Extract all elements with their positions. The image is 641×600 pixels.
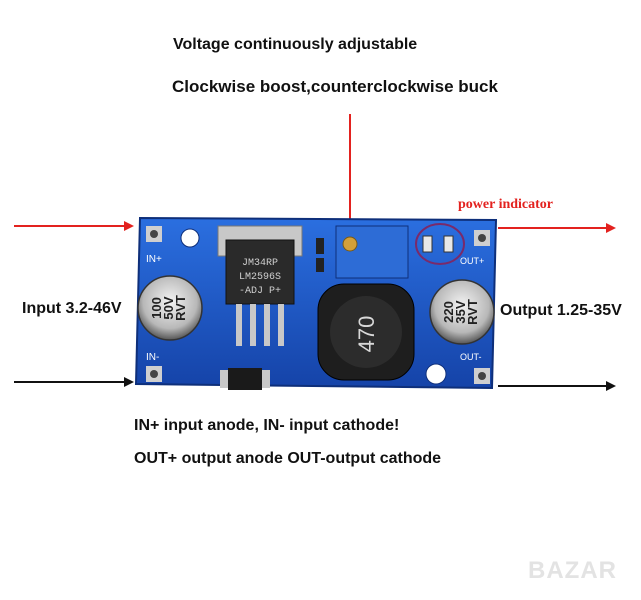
header-line-1: Voltage continuously adjustable (173, 36, 418, 53)
diode (220, 368, 270, 390)
board-hole-left (180, 228, 200, 248)
mount-hole-tl (146, 226, 162, 242)
cap-in-label-3: RVT (173, 295, 188, 321)
cap-out-label-2: 35V (453, 300, 468, 323)
pin-label-in-plus: IN+ (146, 254, 162, 265)
pin-label-out-minus: OUT- (460, 352, 482, 362)
chip-label-2: LM2596S (239, 272, 281, 283)
cap-out-label-1: 220 (441, 301, 456, 323)
pcb-board: JM34RP LM2596S -ADJ P+ 100 50V RVT (134, 216, 498, 390)
pin-label-in-minus: IN- (146, 352, 159, 363)
trimmer-potentiometer (335, 225, 409, 279)
mount-hole-bl (146, 366, 162, 382)
power-indicator-led (415, 223, 465, 265)
cap-in-label-2: 50V (161, 296, 176, 319)
output-voltage-label: Output 1.25-35V (500, 302, 622, 319)
power-indicator-label: power indicator (458, 197, 554, 212)
input-voltage-label: Input 3.2-46V (22, 300, 122, 317)
cap-out-label-3: RVT (465, 299, 480, 325)
smd-capacitor-left (316, 238, 324, 254)
pin-label-out-plus: OUT+ (460, 256, 484, 266)
header-line-2: Clockwise boost,counterclockwise buck (172, 77, 498, 96)
watermark-logo: BAZAR (528, 557, 617, 584)
inductor-label: 470 (354, 316, 379, 353)
chip-label-3: -ADJ P+ (239, 286, 281, 297)
cap-in-label-1: 100 (149, 297, 164, 319)
output-capacitor: 220 35V RVT (429, 279, 495, 345)
board-hole-right (425, 363, 447, 385)
chip-label-1: JM34RP (242, 258, 278, 269)
mount-hole-br (474, 368, 490, 384)
note-line-2: OUT+ output anode OUT-output cathode (134, 450, 442, 467)
input-capacitor: 100 50V RVT (137, 275, 203, 341)
mount-hole-tr (474, 230, 490, 246)
inductor: 470 (317, 283, 415, 381)
smd-resistor-left (316, 258, 324, 272)
note-line-1: IN+ input anode, IN- input cathode! (134, 417, 400, 434)
regulator-chip: JM34RP LM2596S -ADJ P+ (217, 225, 303, 346)
